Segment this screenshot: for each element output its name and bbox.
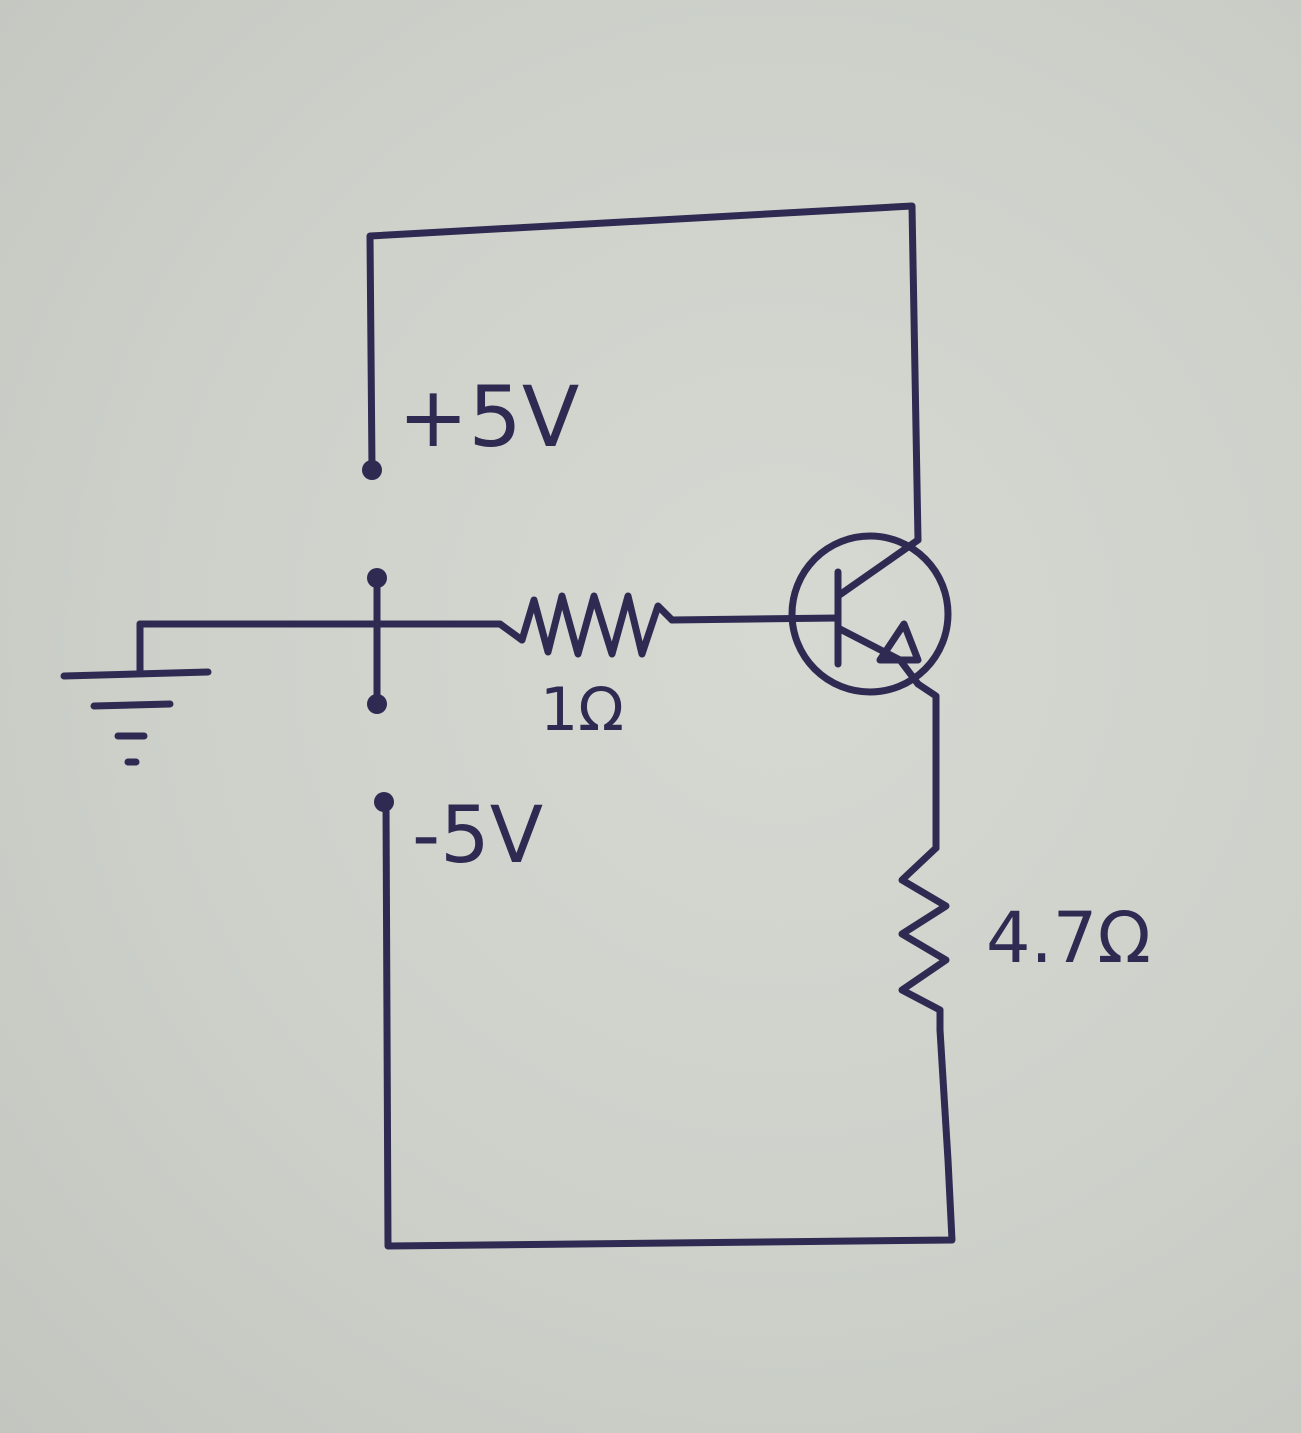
negative-terminal — [374, 792, 394, 812]
emitter-resistor-label: 4.7Ω — [986, 897, 1151, 979]
emitter-resistor-symbol — [898, 844, 950, 1034]
selector-top-terminal — [367, 568, 387, 588]
base-resistor-label: 1Ω — [540, 675, 624, 745]
positive-supply-wire — [366, 202, 922, 544]
base-resistor-symbol — [518, 592, 676, 658]
return-wire — [382, 800, 956, 1250]
positive-terminal — [362, 460, 382, 480]
emitter-wire — [914, 680, 940, 852]
selector-bottom-terminal — [367, 694, 387, 714]
base-input-wire — [136, 620, 526, 644]
base-wire — [668, 614, 842, 624]
positive-supply-label: +5V — [398, 368, 579, 466]
ground-icon — [60, 620, 212, 766]
npn-transistor-icon — [788, 532, 952, 696]
negative-supply-label: -5V — [412, 791, 543, 881]
